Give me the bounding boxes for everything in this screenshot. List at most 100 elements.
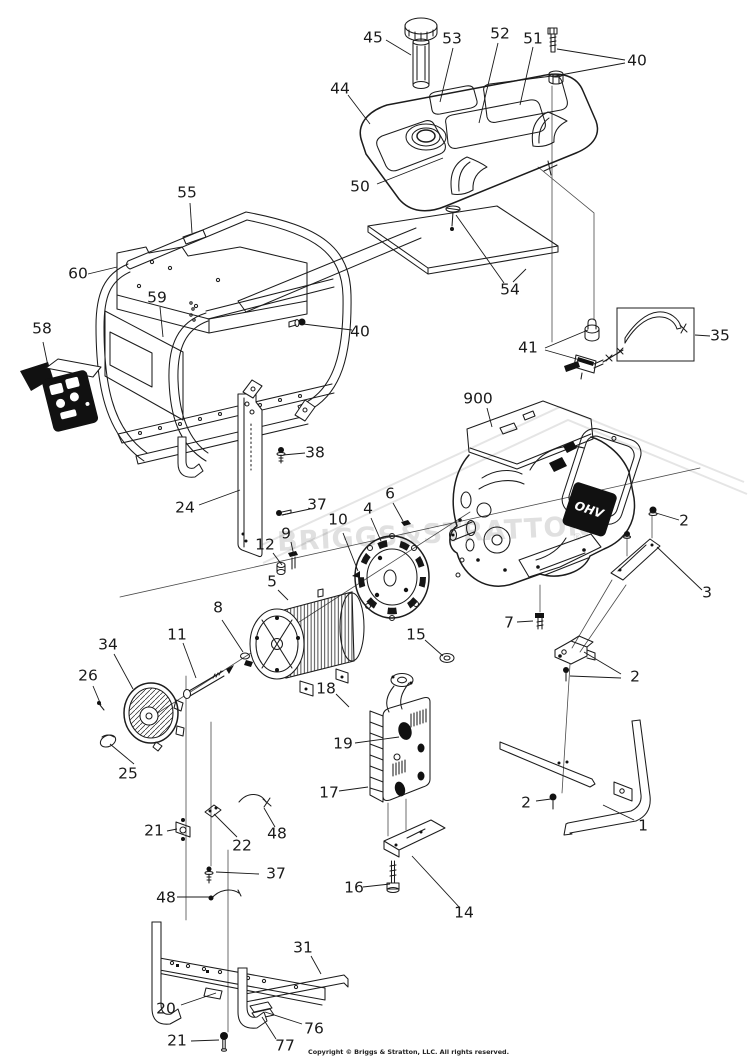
callout-18: 18 (316, 680, 336, 698)
decal-55 (182, 229, 207, 245)
rotor (354, 532, 430, 622)
callout-26: 26 (78, 667, 98, 685)
leader-line-31 (310, 955, 322, 975)
support-column (237, 379, 316, 558)
engine: OHV (448, 400, 642, 587)
callout-5: 5 (267, 573, 277, 591)
leader-line-1 (602, 804, 635, 821)
callout-31: 31 (293, 939, 313, 957)
leader-line-51 (519, 46, 534, 106)
leader-line-2 (655, 512, 680, 521)
copyright: Copyright © Briggs & Stratton, LLC. All … (308, 1048, 509, 1056)
leader-line-19 (354, 736, 400, 744)
leader-line-50 (376, 157, 444, 185)
callout-21: 21 (167, 1032, 187, 1050)
leader-line-10 (342, 532, 359, 572)
callout-17: 17 (319, 784, 339, 802)
end-cover (123, 682, 185, 752)
key-10 (352, 571, 360, 578)
leader-line-41 (544, 329, 589, 349)
intermediate-panel-edges (237, 227, 422, 313)
callout-900: 900 (463, 390, 493, 408)
callout-58: 58 (32, 320, 52, 338)
callout-60: 60 (68, 265, 88, 283)
fuel-cap (404, 17, 438, 90)
leader-line-40 (302, 323, 353, 331)
leader-line-52 (478, 42, 499, 124)
leader-line-55 (189, 202, 193, 234)
cross-rail-31 (239, 974, 349, 1004)
engine-mount-bracket (554, 635, 596, 665)
callout-14: 14 (454, 904, 474, 922)
through-bolt-11 (182, 665, 234, 700)
bolt-2-right (622, 506, 658, 539)
callout-51: 51 (523, 30, 543, 48)
muffler (369, 672, 431, 803)
bolt-21-bottom (220, 1032, 228, 1052)
fuel-tank (359, 73, 599, 212)
callout-53: 53 (442, 30, 462, 48)
callout-12: 12 (255, 536, 275, 554)
leader-line-900 (486, 407, 493, 428)
callout-19: 19 (333, 735, 353, 753)
leader-line-24 (198, 489, 241, 506)
bracket-3 (610, 538, 661, 581)
callout-77: 77 (275, 1037, 295, 1055)
leader-line-60 (87, 266, 118, 275)
bolt-37-bottom (204, 866, 214, 884)
leader-line-38 (282, 452, 306, 456)
callout-6: 6 (385, 485, 395, 503)
callout-40: 40 (627, 52, 647, 70)
tank-screw (445, 205, 461, 231)
callout-37: 37 (307, 496, 327, 514)
leader-line-59 (159, 306, 164, 338)
leader-line-76 (264, 1011, 303, 1025)
leader-line-14 (411, 855, 461, 909)
leader-line-7 (516, 620, 534, 623)
leader-line-54 (512, 268, 527, 283)
leader-line-54 (455, 214, 505, 284)
callout-2: 2 (630, 668, 640, 686)
leader-line-21 (190, 1039, 220, 1042)
callout-37: 37 (266, 865, 286, 883)
callout-7: 7 (504, 614, 514, 632)
frame-cross-rail (499, 741, 596, 788)
leader-line-26 (92, 685, 102, 706)
leader-line-2 (583, 651, 622, 675)
brand-watermark: BRIGGS&STRATTON ® (252, 405, 748, 564)
leader-line-37 (215, 871, 260, 875)
bolt-9 (288, 551, 298, 570)
callout-21: 21 (144, 822, 164, 840)
callout-10: 10 (328, 511, 348, 529)
callout-41: 41 (518, 339, 538, 357)
leader-line-25 (109, 743, 135, 765)
leader-line-53 (439, 47, 454, 103)
callout-9: 9 (281, 525, 291, 543)
callout-20: 20 (156, 1000, 176, 1018)
leader-line-45 (385, 39, 412, 56)
leader-line-4 (370, 517, 382, 542)
bolt-40-left (288, 318, 306, 328)
plug-25 (99, 734, 117, 748)
leader-line-2 (569, 675, 622, 679)
leader-line-48 (263, 807, 276, 828)
leader-line-37 (281, 508, 311, 516)
leader-line-16 (362, 883, 391, 888)
leader-line-40 (556, 48, 626, 61)
callout-11: 11 (167, 626, 187, 644)
leader-line-12 (272, 552, 283, 566)
washer-nut-8 (239, 652, 253, 667)
tank-bolt-and-nut (547, 27, 564, 85)
callout-34: 34 (98, 636, 118, 654)
leader-line-18 (335, 693, 350, 708)
wire-48-bottom (208, 889, 242, 901)
callout-45: 45 (363, 29, 383, 47)
leader-line-34 (113, 653, 134, 690)
callout-54: 54 (500, 281, 520, 299)
callout-16: 16 (344, 879, 364, 897)
callout-48: 48 (156, 889, 176, 907)
leader-line-2 (535, 798, 552, 802)
callout-76: 76 (304, 1020, 324, 1038)
